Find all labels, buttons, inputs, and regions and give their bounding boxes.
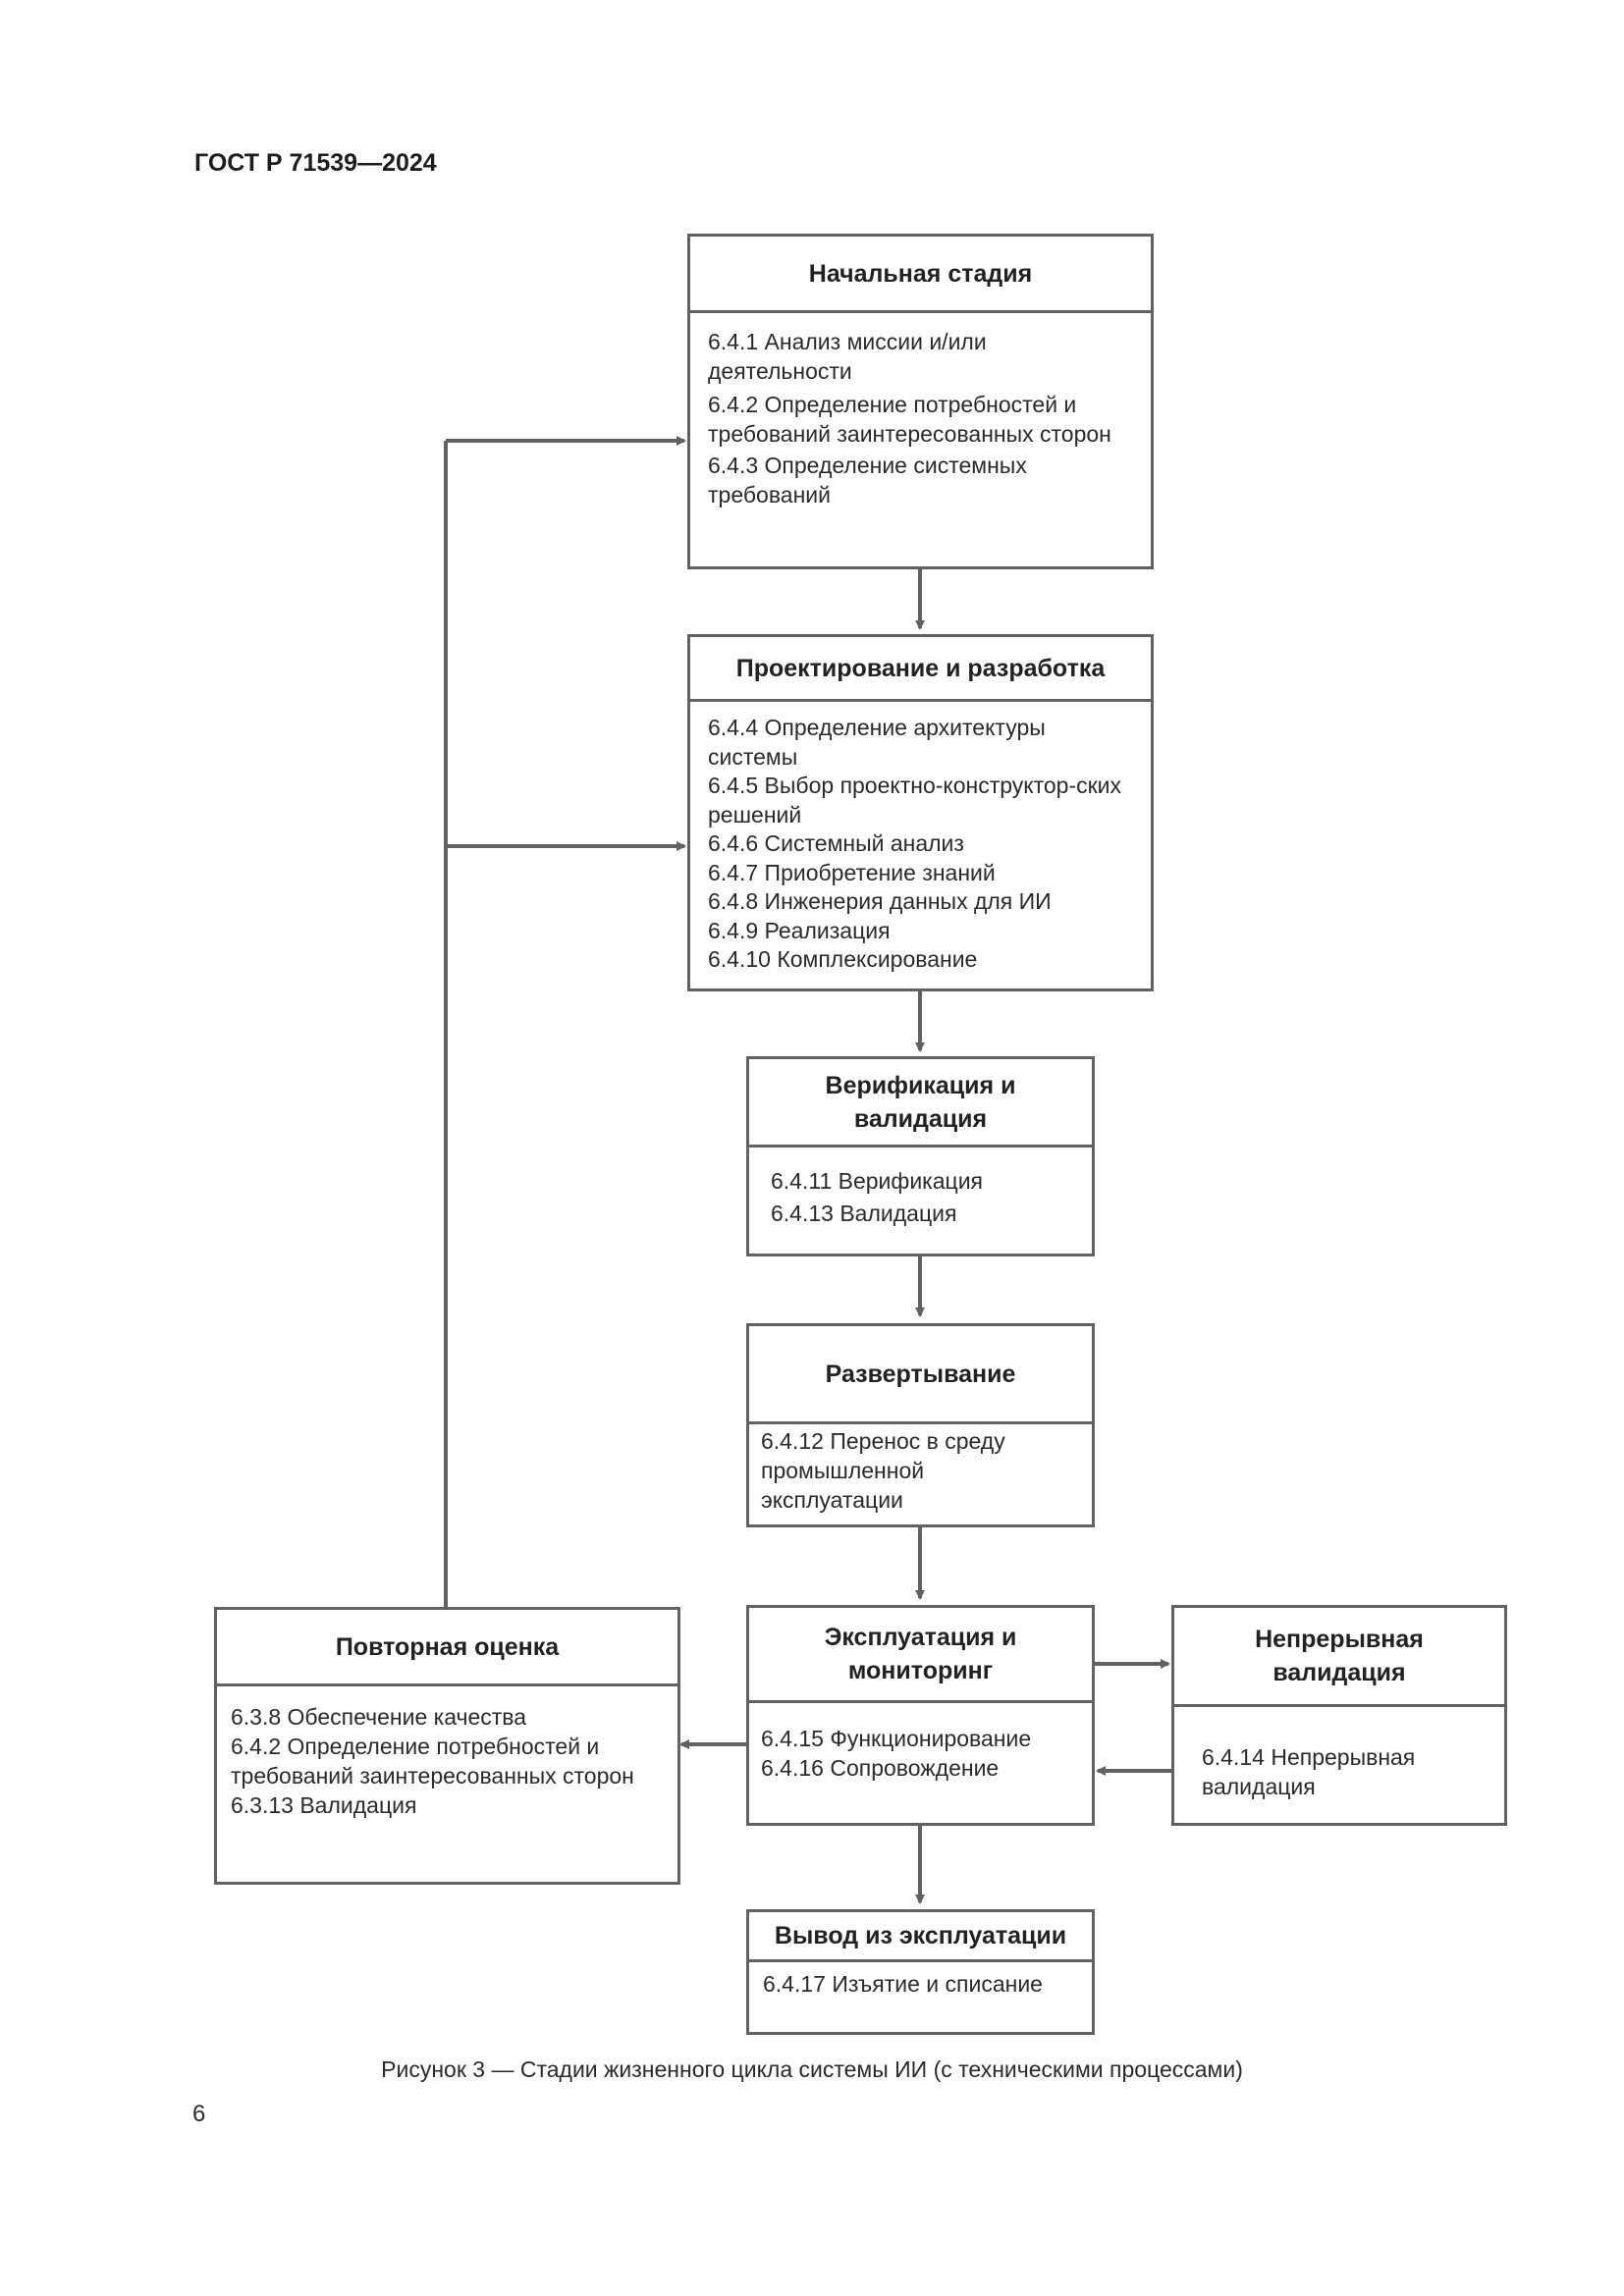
stage-continuous-validation-title: Непрерывная валидация xyxy=(1174,1608,1504,1707)
stage-verification-title: Верификация и валидация xyxy=(749,1059,1092,1148)
stage-retirement-title: Вывод из эксплуатации xyxy=(749,1912,1092,1962)
stage-design-item: 6.4.4 Определение архитектуры системы xyxy=(708,715,1046,770)
stage-verification-item: 6.4.13 Валидация xyxy=(771,1201,957,1226)
stage-design-item: 6.4.10 Комплексирование xyxy=(708,946,978,972)
stage-initial-item: 6.4.3 Определение системных требований xyxy=(708,453,1027,507)
stage-retirement-item: 6.4.17 Изъятие и списание xyxy=(763,1971,1043,1997)
stage-deployment-title: Развертывание xyxy=(749,1326,1092,1424)
stage-continuous-validation-item: 6.4.14 Непрерывная валидация xyxy=(1202,1744,1416,1799)
stage-reassessment-title: Повторная оценка xyxy=(217,1610,677,1686)
stage-operation-item: 6.4.15 Функционирование xyxy=(761,1726,1032,1751)
stage-reassessment-item: 6.4.2 Определение потребностей и требова… xyxy=(231,1734,634,1789)
page-number: 6 xyxy=(192,2101,206,2127)
stage-design-item: 6.4.9 Реализация xyxy=(708,917,891,943)
stage-design-item: 6.4.5 Выбор проектно-конструктор-ских ре… xyxy=(708,773,1122,828)
stage-initial-item: 6.4.2 Определение потребностей и требова… xyxy=(708,392,1111,447)
stage-design-item: 6.4.8 Инженерия данных для ИИ xyxy=(708,888,1052,914)
figure-caption: Рисунок 3 — Стадии жизненного цикла сист… xyxy=(381,2056,1243,2082)
document-header: ГОСТ Р 71539—2024 xyxy=(194,149,437,177)
stage-operation-title: Эксплуатация и мониторинг xyxy=(749,1608,1092,1703)
stage-initial-title: Начальная стадия xyxy=(690,237,1151,313)
stage-initial-item: 6.4.1 Анализ миссии и/или деятельности xyxy=(708,329,987,384)
stage-design-box: Проектирование и разработка 6.4.4 Опреде… xyxy=(687,634,1154,991)
stage-continuous-validation-box: Непрерывная валидация 6.4.14 Непрерывная… xyxy=(1171,1605,1507,1826)
stage-design-item: 6.4.6 Системный анализ xyxy=(708,830,964,856)
stage-deployment-box: Развертывание 6.4.12 Перенос в среду про… xyxy=(746,1323,1095,1527)
stage-initial-box: Начальная стадия 6.4.1 Анализ миссии и/и… xyxy=(687,234,1154,569)
stage-operation-box: Эксплуатация и мониторинг 6.4.15 Функцио… xyxy=(746,1605,1095,1826)
stage-reassessment-item: 6.3.8 Обеспечение качества xyxy=(231,1704,527,1730)
stage-retirement-box: Вывод из эксплуатации 6.4.17 Изъятие и с… xyxy=(746,1909,1095,2035)
stage-verification-box: Верификация и валидация 6.4.11 Верификац… xyxy=(746,1056,1095,1256)
stage-design-item: 6.4.7 Приобретение знаний xyxy=(708,859,996,885)
stage-operation-item: 6.4.16 Сопровождение xyxy=(761,1755,1000,1781)
stage-verification-item: 6.4.11 Верификация xyxy=(771,1168,984,1194)
stage-reassessment-box: Повторная оценка 6.3.8 Обеспечение качес… xyxy=(214,1607,680,1885)
stage-deployment-item: 6.4.12 Перенос в среду промышленной эксп… xyxy=(761,1428,1005,1513)
stage-design-title: Проектирование и разработка xyxy=(690,637,1151,702)
stage-reassessment-item: 6.3.13 Валидация xyxy=(231,1792,417,1818)
